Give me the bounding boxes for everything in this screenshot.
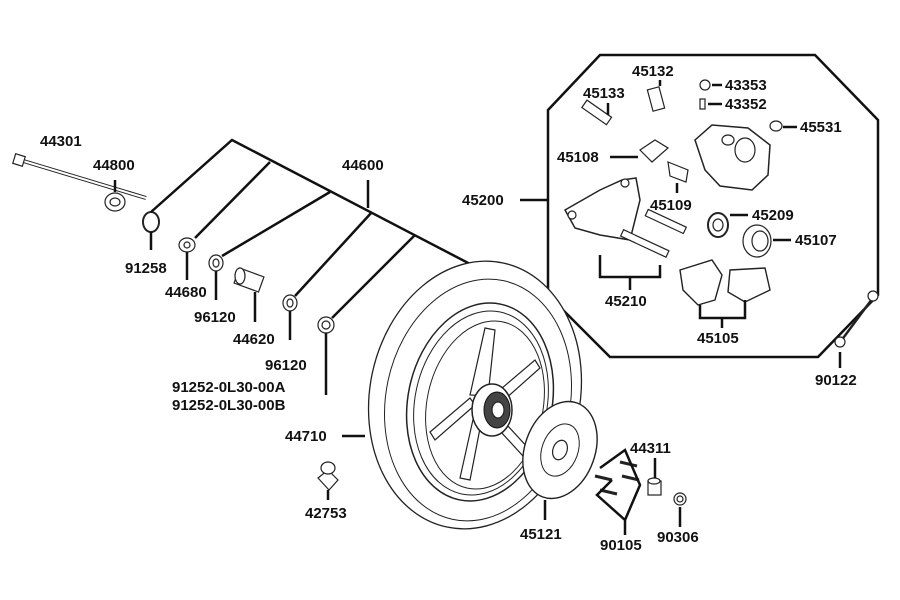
label-45200: 45200 <box>462 192 504 209</box>
axle-44301 <box>12 153 147 200</box>
label-45133: 45133 <box>583 85 625 102</box>
label-91258: 91258 <box>125 260 167 277</box>
pin-45133 <box>581 99 613 126</box>
label-42753: 42753 <box>305 505 347 522</box>
label-96120-b: 96120 <box>265 357 307 374</box>
label-45531: 45531 <box>800 119 842 136</box>
label-44710: 44710 <box>285 428 327 445</box>
label-45132: 45132 <box>632 63 674 80</box>
wheel-44710 <box>367 260 583 530</box>
bearing-96120-b <box>282 294 298 312</box>
nut-44800 <box>104 192 126 212</box>
bolts-90105 <box>594 460 640 496</box>
label-43352: 43352 <box>725 96 767 113</box>
label-91252-a: 91252-0L30-00A <box>172 379 286 396</box>
label-45210: 45210 <box>605 293 647 310</box>
oring-91258 <box>142 211 160 233</box>
label-90122: 90122 <box>815 372 857 389</box>
collar-44620 <box>233 267 265 293</box>
label-90306: 90306 <box>657 529 699 546</box>
label-44600: 44600 <box>342 157 384 174</box>
label-45108: 45108 <box>557 149 599 166</box>
bracket-45200 <box>563 177 641 241</box>
spring-45108 <box>639 139 670 163</box>
leader-90105-b <box>599 448 642 521</box>
label-44800: 44800 <box>93 157 135 174</box>
caliper-group-frame <box>546 53 880 359</box>
label-44620: 44620 <box>233 331 275 348</box>
label-91252-b: 91252-0L30-00B <box>172 397 286 414</box>
label-45121: 45121 <box>520 526 562 543</box>
bleeder-43352 <box>699 98 706 110</box>
label-90105: 90105 <box>600 537 642 554</box>
label-96120-a: 96120 <box>194 309 236 326</box>
cap-43353 <box>699 79 711 91</box>
bushing-91252 <box>317 316 335 334</box>
pins-45210 <box>619 208 688 258</box>
seal-45209 <box>707 212 729 238</box>
label-45109: 45109 <box>650 197 692 214</box>
brake-disc-45121 <box>522 400 598 500</box>
bearing-96120-a <box>208 254 224 272</box>
label-43353: 43353 <box>725 77 767 94</box>
label-44301: 44301 <box>40 133 82 150</box>
screw-45531 <box>769 120 783 132</box>
caliper-body <box>694 124 771 191</box>
label-44311: 44311 <box>630 440 671 457</box>
label-45209: 45209 <box>752 207 794 224</box>
collar-44311 <box>647 477 662 496</box>
clip-45109 <box>667 161 689 183</box>
valve-42753 <box>317 461 339 491</box>
leader-45210 <box>598 255 662 279</box>
piston-45107 <box>742 224 772 258</box>
pads-45105 <box>679 259 771 306</box>
leader-90105 <box>595 479 627 535</box>
label-45107: 45107 <box>795 232 837 249</box>
label-45105: 45105 <box>697 330 739 347</box>
pin-45132 <box>646 86 666 112</box>
bolt-90122 <box>834 290 879 348</box>
seal-44680 <box>178 237 196 253</box>
nut-90306 <box>673 492 687 506</box>
label-44680: 44680 <box>165 284 207 301</box>
